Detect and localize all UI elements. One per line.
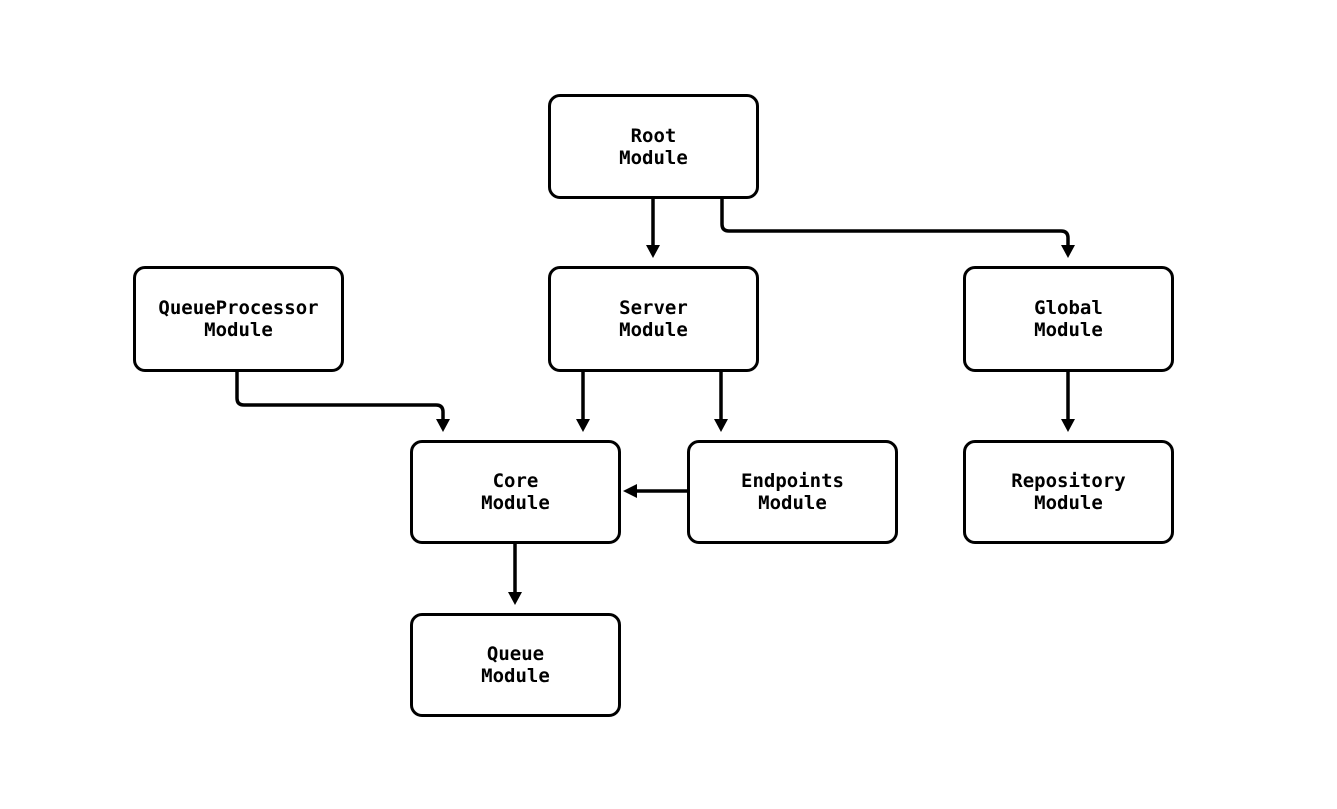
node-endpoints[interactable]: Endpoints Module xyxy=(687,440,898,544)
edge-root-global xyxy=(720,199,1075,258)
node-queueprocessor[interactable]: QueueProcessor Module xyxy=(133,266,344,372)
node-queue[interactable]: Queue Module xyxy=(410,613,621,717)
edge-endpoints-core xyxy=(623,484,687,498)
node-endpoints-label: Endpoints Module xyxy=(741,470,844,514)
edge-root-server xyxy=(646,199,660,258)
node-core-label: Core Module xyxy=(481,470,550,514)
node-repository[interactable]: Repository Module xyxy=(963,440,1174,544)
node-global-label: Global Module xyxy=(1034,297,1103,341)
edge-queueprocessor-core xyxy=(235,372,450,432)
node-root-label: Root Module xyxy=(619,124,688,169)
node-global[interactable]: Global Module xyxy=(963,266,1174,372)
edge-server-core xyxy=(576,372,590,432)
node-queueprocessor-label: QueueProcessor Module xyxy=(158,297,319,341)
node-server-label: Server Module xyxy=(619,297,688,341)
edge-server-endpoints xyxy=(714,372,728,432)
edge-global-repository xyxy=(1061,372,1075,432)
node-root[interactable]: Root Module xyxy=(548,94,759,199)
node-core[interactable]: Core Module xyxy=(410,440,621,544)
node-repository-label: Repository Module xyxy=(1011,470,1126,514)
node-queue-label: Queue Module xyxy=(481,643,550,687)
node-server[interactable]: Server Module xyxy=(548,266,759,372)
edge-core-queue xyxy=(508,544,522,605)
